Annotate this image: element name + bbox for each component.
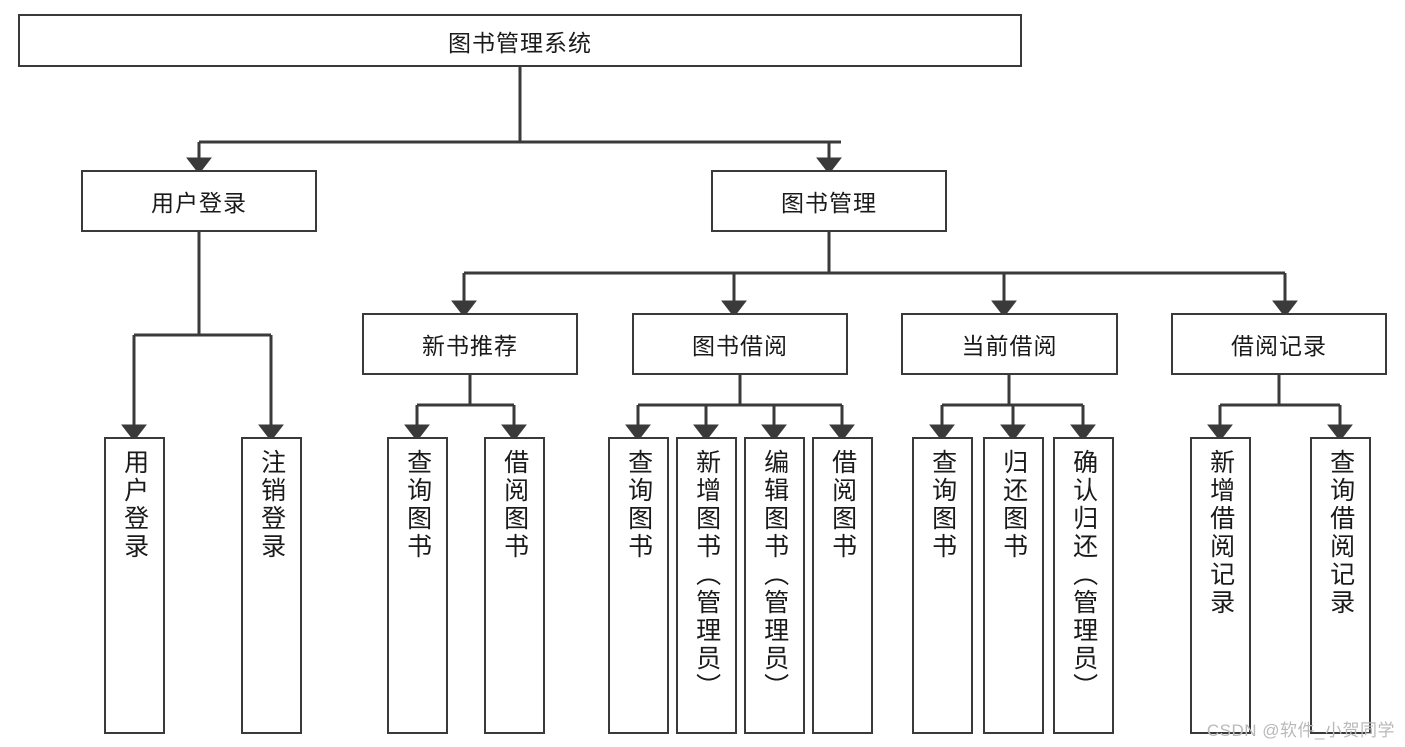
leaf-label: 用户登录 bbox=[120, 449, 149, 561]
leaf-node[interactable]: 注销登录 bbox=[241, 437, 302, 734]
leaf-label: 注销登录 bbox=[257, 449, 286, 561]
leaf-node[interactable]: 新增借阅记录 bbox=[1190, 437, 1251, 734]
leaf-node[interactable]: 借阅图书 bbox=[484, 437, 545, 734]
node-borrow-records-label: 借阅记录 bbox=[1231, 333, 1327, 359]
node-book-management[interactable]: 图书管理 bbox=[711, 170, 947, 232]
leaf-node[interactable]: 编辑图书（管理员） bbox=[744, 437, 805, 734]
leaf-label: 查询图书 bbox=[403, 449, 432, 561]
leaf-label: 新增借阅记录 bbox=[1206, 449, 1235, 617]
node-user-login[interactable]: 用户登录 bbox=[81, 170, 317, 232]
leaf-node[interactable]: 借阅图书 bbox=[812, 437, 873, 734]
leaf-label: 查询图书 bbox=[624, 449, 653, 561]
node-root[interactable]: 图书管理系统 bbox=[18, 14, 1022, 67]
node-new-book-recommend-label: 新书推荐 bbox=[422, 333, 518, 359]
leaf-node[interactable]: 用户登录 bbox=[104, 437, 165, 734]
node-borrow-records[interactable]: 借阅记录 bbox=[1171, 313, 1387, 375]
leaf-label: 确认归还（管理员） bbox=[1069, 449, 1098, 701]
csdn-watermark: CSDN @软件_小贺同学 bbox=[1206, 721, 1395, 740]
node-root-label: 图书管理系统 bbox=[448, 29, 592, 56]
leaf-label: 查询图书 bbox=[928, 449, 957, 561]
leaf-node[interactable]: 新增图书（管理员） bbox=[676, 437, 737, 734]
leaf-label: 查询借阅记录 bbox=[1326, 449, 1355, 617]
node-book-borrow-label: 图书借阅 bbox=[692, 333, 788, 359]
node-current-borrow-label: 当前借阅 bbox=[961, 333, 1058, 359]
leaf-node[interactable]: 确认归还（管理员） bbox=[1053, 437, 1114, 734]
leaf-label: 归还图书 bbox=[999, 449, 1028, 561]
leaf-node[interactable]: 查询图书 bbox=[608, 437, 669, 734]
leaf-node[interactable]: 归还图书 bbox=[983, 437, 1044, 734]
leaf-label: 借阅图书 bbox=[828, 449, 857, 561]
leaf-label: 编辑图书（管理员） bbox=[760, 449, 789, 701]
leaf-label: 借阅图书 bbox=[500, 449, 529, 561]
node-user-login-label: 用户登录 bbox=[151, 190, 247, 216]
leaf-node[interactable]: 查询图书 bbox=[912, 437, 973, 734]
leaf-node[interactable]: 查询图书 bbox=[387, 437, 448, 734]
leaf-label: 新增图书（管理员） bbox=[692, 449, 721, 701]
node-book-management-label: 图书管理 bbox=[781, 190, 877, 216]
node-current-borrow[interactable]: 当前借阅 bbox=[901, 313, 1118, 375]
node-new-book-recommend[interactable]: 新书推荐 bbox=[362, 313, 578, 375]
node-book-borrow[interactable]: 图书借阅 bbox=[632, 313, 848, 375]
leaf-node[interactable]: 查询借阅记录 bbox=[1310, 437, 1371, 734]
